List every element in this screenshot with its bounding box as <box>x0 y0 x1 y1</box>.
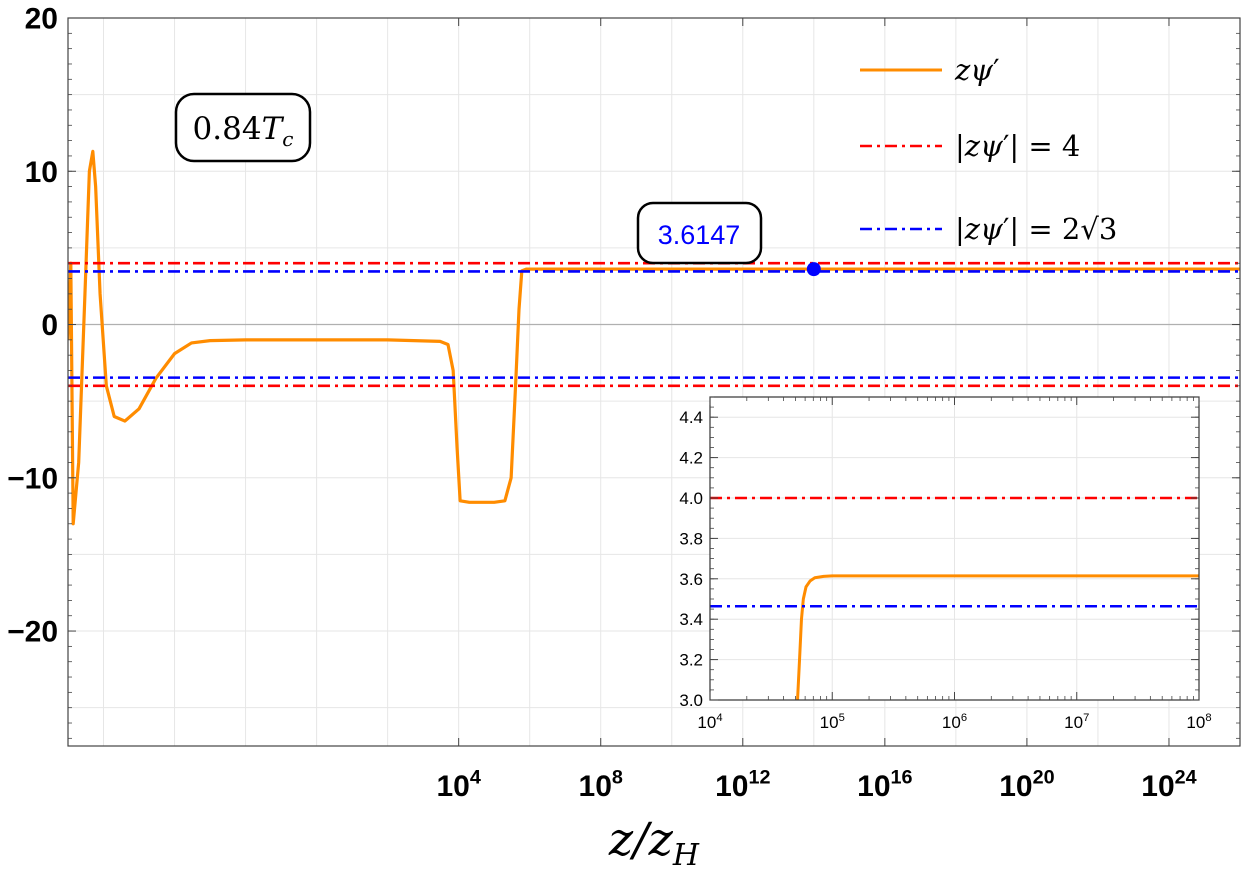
x-tick-exp: 8 <box>612 766 623 788</box>
x-tick-label: 106 <box>942 712 967 732</box>
annotation-point <box>806 262 821 277</box>
series-line-0 <box>68 149 1240 526</box>
legend-item-2: |zψ′| = 2√3 <box>860 212 1117 246</box>
legend-label: |zψ′| = 2√3 <box>955 212 1117 246</box>
peak-value-annotation: 3.6147 <box>636 201 763 265</box>
y-tick-label: 3.8 <box>679 529 703 548</box>
x-axis-label-main: z/z <box>608 812 674 866</box>
legend-label: zψ′ <box>954 53 1000 87</box>
temperature-subscript: c <box>282 127 293 151</box>
x-tick-base: 10 <box>579 770 612 803</box>
x-tick-exp: 4 <box>470 766 481 788</box>
y-tick-label: 10 <box>25 156 58 189</box>
x-tick-base: 10 <box>715 770 748 803</box>
annotation-value: 3.6147 <box>658 220 741 250</box>
x-tick-base: 10 <box>436 770 469 803</box>
x-axis-label: z/zH <box>608 812 700 873</box>
series-line-0 <box>796 574 1199 700</box>
annotation-box-frame <box>636 201 763 265</box>
plot-frame <box>67 17 1241 747</box>
y-tick-label: −10 <box>7 462 58 495</box>
legend-item-0: zψ′ <box>860 53 1000 87</box>
y-tick-label: 3.0 <box>679 691 703 710</box>
x-tick-base: 10 <box>1064 713 1083 732</box>
legend-item-1: |zψ′| = 4 <box>860 129 1080 163</box>
temperature-value: 0.84 <box>193 111 262 147</box>
y-tick-label: 3.4 <box>679 610 703 629</box>
x-tick-base: 10 <box>857 770 890 803</box>
x-tick-label: 105 <box>820 712 845 732</box>
x-tick-label: 1012 <box>715 766 770 803</box>
y-tick-label: 4.4 <box>679 408 703 427</box>
x-tick-exp: 16 <box>891 766 913 788</box>
y-tick-label: 4.0 <box>679 489 703 508</box>
x-tick-base: 10 <box>1186 713 1205 732</box>
y-tick-label: −20 <box>7 616 58 649</box>
x-tick-label: 1024 <box>1141 766 1196 803</box>
x-tick-label: 107 <box>1064 712 1089 732</box>
x-tick-base: 10 <box>697 713 716 732</box>
x-tick-label: 104 <box>697 712 722 732</box>
x-tick-base: 10 <box>942 713 961 732</box>
temperature-label: 0.84Tc <box>174 92 312 163</box>
x-tick-exp: 6 <box>961 712 967 724</box>
x-tick-exp: 12 <box>748 766 770 788</box>
y-tick-label: 20 <box>25 3 58 36</box>
x-tick-exp: 5 <box>839 712 845 724</box>
x-tick-label: 104 <box>436 766 480 803</box>
svg-text:0.84Tc: 0.84Tc <box>193 111 294 151</box>
x-tick-base: 10 <box>999 770 1032 803</box>
temperature-box-frame <box>174 92 312 163</box>
x-tick-label: 108 <box>1186 712 1211 732</box>
temperature-symbol: T <box>262 111 285 147</box>
y-tick-label: 4.2 <box>679 449 703 468</box>
x-tick-base: 10 <box>820 713 839 732</box>
x-tick-exp: 4 <box>716 712 722 724</box>
y-tick-label: 0 <box>41 309 58 342</box>
x-tick-base: 10 <box>1141 770 1174 803</box>
x-tick-label: 108 <box>579 766 623 803</box>
legend: zψ′ |zψ′| = 4 |zψ′| = 2√3 <box>860 53 1117 246</box>
x-tick-exp: 24 <box>1175 766 1197 788</box>
svg-text:z/zH: z/zH <box>608 812 700 873</box>
x-tick-label: 1020 <box>999 766 1054 803</box>
y-tick-label: 3.2 <box>679 651 703 670</box>
x-tick-exp: 7 <box>1083 712 1089 724</box>
x-tick-label: 1016 <box>857 766 912 803</box>
x-tick-exp: 20 <box>1033 766 1055 788</box>
x-tick-exp: 8 <box>1205 712 1211 724</box>
y-tick-label: 3.6 <box>679 570 703 589</box>
inset-series <box>710 496 1199 700</box>
legend-label: |zψ′| = 4 <box>955 129 1080 163</box>
x-axis-label-sub: H <box>672 838 700 873</box>
